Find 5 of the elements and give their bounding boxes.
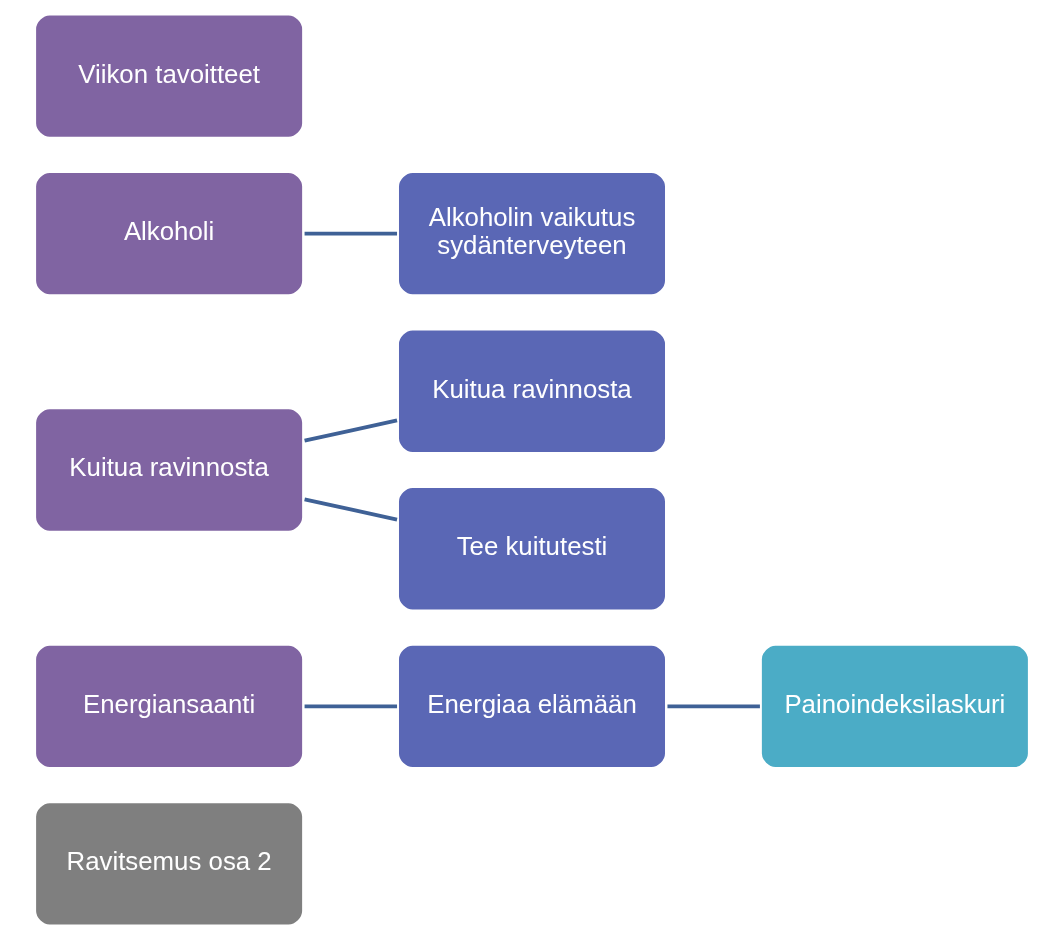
connector <box>304 418 398 443</box>
connector <box>667 704 760 709</box>
connector <box>304 497 398 522</box>
connector <box>304 231 398 236</box>
connector <box>304 704 398 709</box>
